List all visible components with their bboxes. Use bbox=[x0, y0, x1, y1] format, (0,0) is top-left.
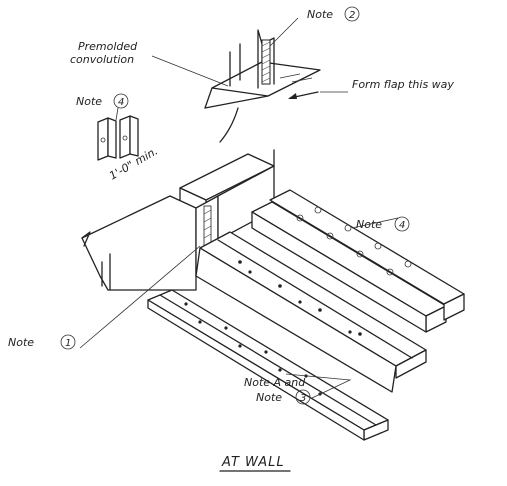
nailer-rails bbox=[251, 189, 465, 333]
note-2-circle bbox=[344, 6, 360, 22]
convolution-label: convolution bbox=[70, 53, 134, 66]
note-3-number: 3 bbox=[300, 393, 306, 404]
premolded-convolution-detail bbox=[204, 29, 321, 143]
note-4-right-number: 4 bbox=[399, 220, 405, 231]
membrane-strip bbox=[147, 289, 389, 441]
note-a-label: Note A and bbox=[244, 376, 306, 389]
form-flap-label: Form flap this way bbox=[352, 78, 454, 91]
note-3-circle bbox=[295, 389, 311, 405]
note-3-label: Note bbox=[256, 391, 282, 404]
deck-strips bbox=[195, 231, 427, 393]
note-4-right-circle bbox=[394, 216, 410, 232]
note-2-label: Note bbox=[307, 8, 333, 21]
note-1-label: Note bbox=[8, 336, 34, 349]
note-2-number: 2 bbox=[349, 10, 355, 21]
note-4-right-label: Note bbox=[356, 218, 382, 231]
premolded-label: Premolded bbox=[78, 40, 138, 53]
drawing-title: AT WALL bbox=[221, 455, 285, 470]
note-4-top-number: 4 bbox=[118, 97, 124, 108]
note-1-circle bbox=[60, 334, 76, 350]
note-4-top-label: Note bbox=[76, 95, 102, 108]
spacer-blocks bbox=[97, 115, 139, 161]
note-4-top-circle bbox=[113, 93, 129, 109]
leader-lines bbox=[79, 17, 399, 399]
note-1-number: 1 bbox=[65, 338, 71, 349]
